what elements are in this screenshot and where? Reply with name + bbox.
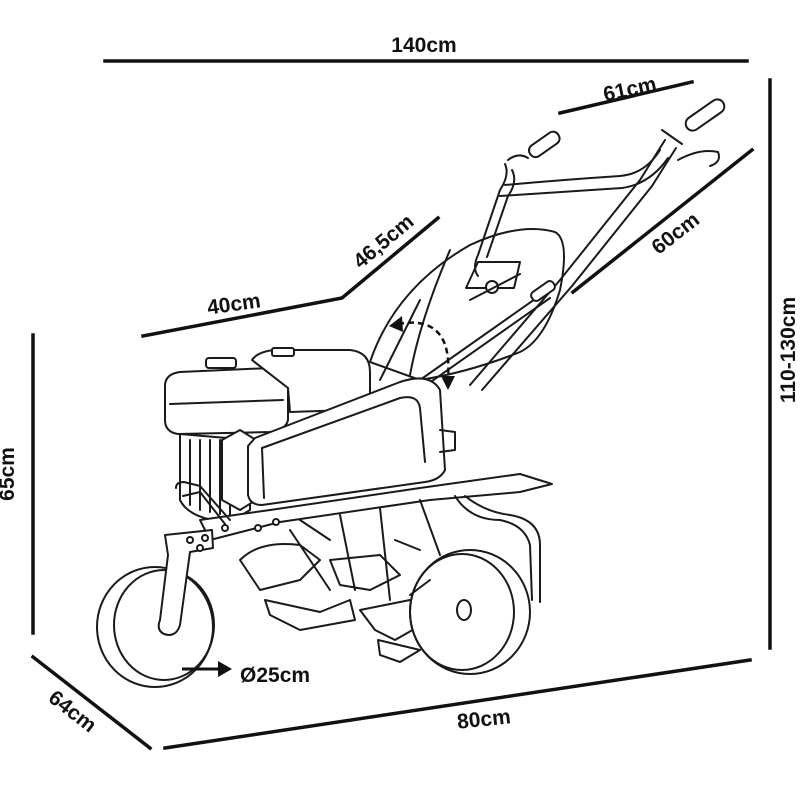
dim-line-hood xyxy=(140,215,441,339)
dim-line-handle-length xyxy=(570,147,755,295)
engine xyxy=(164,347,371,523)
dimension-lines xyxy=(30,59,772,751)
gear-housing xyxy=(247,377,456,506)
hood-outline xyxy=(369,227,565,381)
label-handle-height: 110-130cm xyxy=(777,297,800,403)
handlebar-assembly xyxy=(379,98,726,391)
label-wheel-diameter: Ø25cm xyxy=(240,664,310,687)
right-grip xyxy=(684,98,726,132)
tiller-illustration xyxy=(96,98,726,688)
left-grip xyxy=(527,130,561,159)
label-base-length: 80cm xyxy=(456,705,512,733)
handle-rotation-arrow xyxy=(389,316,455,390)
dim-line-base-length xyxy=(163,658,752,750)
label-handle-length: 60cm xyxy=(647,208,703,259)
dim-line-handle-width xyxy=(557,79,695,116)
dim-line-width xyxy=(30,654,153,751)
front-wheel-assembly xyxy=(96,529,215,688)
label-height: 65cm xyxy=(0,447,19,501)
label-total-length: 140cm xyxy=(391,34,456,57)
label-width: 64cm xyxy=(44,686,100,737)
tines xyxy=(239,519,431,663)
tine-frame xyxy=(175,473,553,603)
wheel-diameter-arrow xyxy=(182,661,232,677)
label-handle-width: 61cm xyxy=(601,73,658,107)
rear-wheel-assembly xyxy=(409,549,531,675)
